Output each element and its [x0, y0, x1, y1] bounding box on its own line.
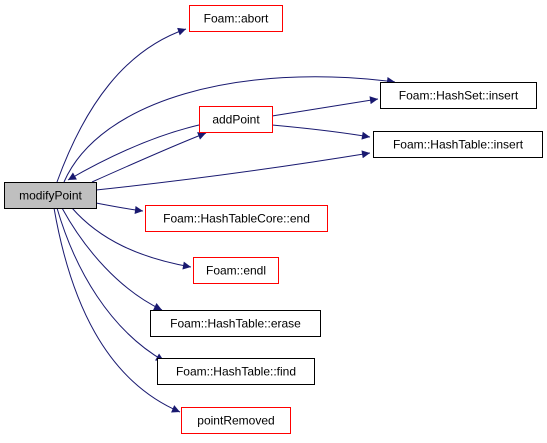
- edge-modifyPoint-to-hashtable_insert: [95, 150, 371, 191]
- node-hashtable_erase[interactable]: Foam::HashTable::erase: [150, 310, 321, 337]
- edge-modifyPoint-to-hashtable_erase: [61, 207, 163, 311]
- node-box-pointRemoved[interactable]: [181, 407, 291, 434]
- node-label-endl: Foam::endl: [206, 264, 266, 278]
- node-label-hashtable_insert: Foam::HashTable::insert: [393, 138, 524, 152]
- node-abort[interactable]: Foam::abort: [189, 5, 283, 32]
- node-label-hashtablecore_end: Foam::HashTableCore::end: [163, 212, 310, 226]
- edge-modifyPoint-to-endl: [71, 207, 192, 270]
- node-label-hashtable_erase: Foam::HashTable::erase: [170, 317, 301, 331]
- node-label-hashtable_find: Foam::HashTable::find: [176, 365, 296, 379]
- node-label-addPoint: addPoint: [212, 113, 260, 127]
- node-box-hashtable_find[interactable]: [157, 358, 315, 385]
- node-hashtable_find[interactable]: Foam::HashTable::find: [157, 358, 315, 385]
- node-label-modifyPoint: modifyPoint: [19, 189, 82, 203]
- node-endl[interactable]: Foam::endl: [193, 257, 279, 284]
- node-label-hashset_insert: Foam::HashSet::insert: [399, 89, 519, 103]
- node-box-abort[interactable]: [189, 5, 283, 32]
- node-pointRemoved[interactable]: pointRemoved: [181, 407, 291, 434]
- node-box-hashtablecore_end[interactable]: [145, 205, 328, 232]
- edges-layer: [53, 27, 396, 413]
- edge-modifyPoint-to-hashset_insert: [63, 76, 396, 183]
- node-box-hashset_insert[interactable]: [380, 82, 537, 109]
- edge-modifyPoint-to-hashtablecore_end: [95, 202, 144, 214]
- edge-modifyPoint-to-hashtable_find: [56, 207, 165, 362]
- node-label-pointRemoved: pointRemoved: [197, 414, 274, 428]
- node-box-endl[interactable]: [193, 257, 279, 284]
- node-box-hashtable_insert[interactable]: [373, 131, 543, 158]
- node-hashset_insert[interactable]: Foam::HashSet::insert: [380, 82, 537, 109]
- edge-modifyPoint-to-pointRemoved: [53, 207, 181, 413]
- edge-modifyPoint-to-abort: [56, 27, 187, 183]
- node-modifyPoint[interactable]: modifyPoint: [4, 182, 97, 209]
- node-box-hashtable_erase[interactable]: [150, 310, 321, 337]
- node-hashtablecore_end[interactable]: Foam::HashTableCore::end: [145, 205, 328, 232]
- node-box-addPoint[interactable]: [199, 106, 273, 133]
- node-addPoint[interactable]: addPoint: [199, 106, 273, 133]
- node-hashtable_insert[interactable]: Foam::HashTable::insert: [373, 131, 543, 158]
- node-box-modifyPoint[interactable]: [4, 182, 97, 209]
- edge-addPoint-to-hashset_insert: [271, 96, 379, 117]
- edge-modifyPoint-to-addPoint: [91, 132, 207, 183]
- edge-addPoint-to-hashtable_insert: [271, 124, 371, 140]
- edge-addPoint-to-modifyPoint: [67, 124, 200, 181]
- node-label-abort: Foam::abort: [204, 12, 269, 26]
- nodes-layer: modifyPointFoam::abortaddPointFoam::Hash…: [4, 5, 543, 434]
